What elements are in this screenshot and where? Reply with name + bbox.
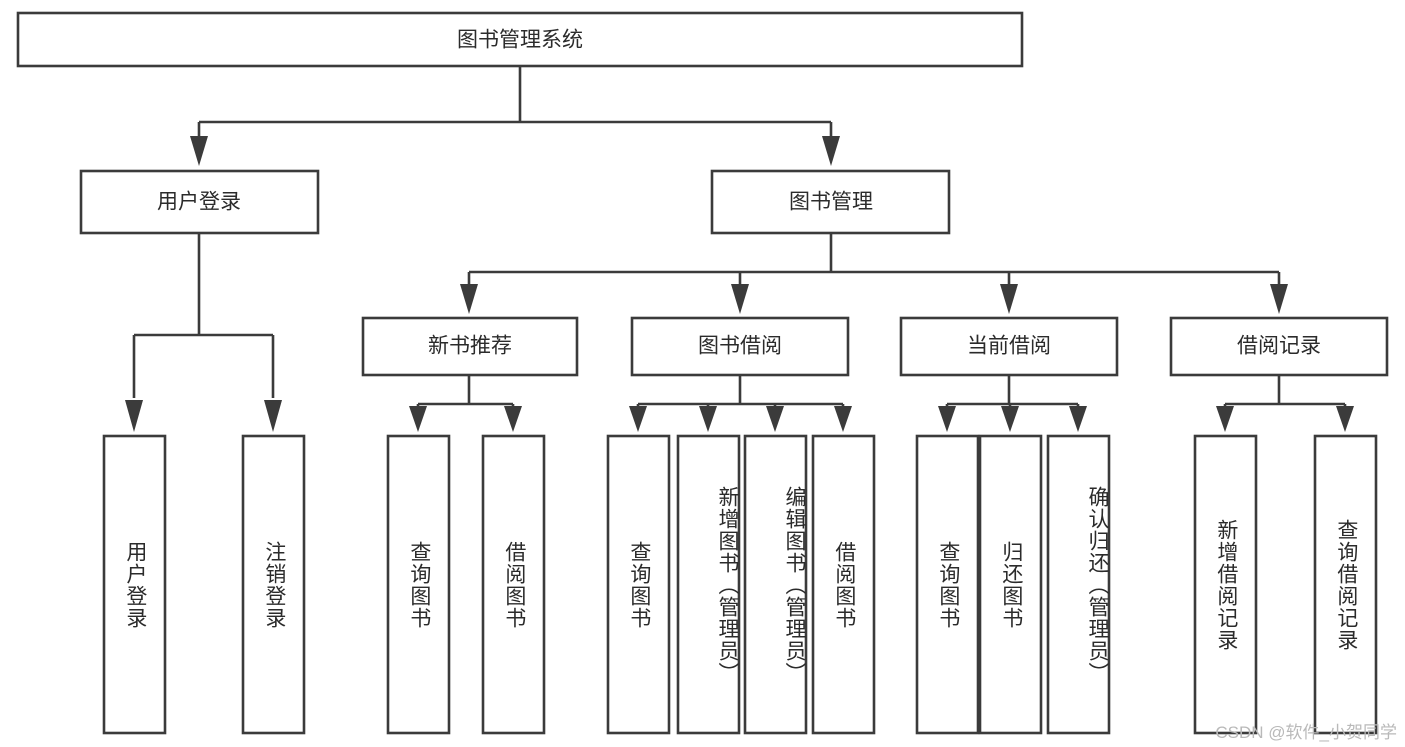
leaf-box-borrow-record-1[interactable]	[1313, 434, 1378, 735]
leaf-box-borrow-record-0[interactable]	[1193, 434, 1258, 735]
leaf-box-current-borrow-1[interactable]	[978, 434, 1043, 735]
connector-bookmgmt-to-level3	[460, 233, 1288, 314]
node-root-label: 图书管理系统	[457, 29, 583, 52]
leaf-box-current-borrow-0[interactable]	[915, 434, 980, 735]
leaf-boxes	[102, 434, 1378, 735]
node-book-management-label: 图书管理	[789, 191, 873, 214]
connector-bookborrow-to-leaves	[629, 375, 852, 432]
node-current-borrow-label: 当前借阅	[967, 335, 1051, 358]
connector-userlogin-to-leaves	[125, 233, 282, 432]
leaf-box-book-borrow-1[interactable]	[676, 434, 741, 735]
leaf-box-current-borrow-2[interactable]	[1046, 434, 1111, 735]
leaf-box-user-login-0[interactable]	[102, 434, 167, 735]
connector-currentborrow-to-leaves	[938, 375, 1087, 432]
leaf-box-new-book-1[interactable]	[481, 434, 546, 735]
node-borrow-record[interactable]: 借阅记录	[1169, 316, 1389, 377]
node-book-borrow[interactable]: 图书借阅	[630, 316, 850, 377]
connector-newbook-to-leaves	[409, 375, 522, 432]
node-root-system[interactable]: 图书管理系统	[16, 11, 1024, 68]
node-borrow-record-label: 借阅记录	[1237, 335, 1321, 358]
node-current-borrow[interactable]: 当前借阅	[899, 316, 1119, 377]
node-new-book-recommend[interactable]: 新书推荐	[361, 316, 579, 377]
node-user-login[interactable]: 用户登录	[79, 169, 320, 235]
node-book-borrow-label: 图书借阅	[698, 335, 782, 358]
connector-root-to-level2	[190, 66, 840, 166]
node-book-management[interactable]: 图书管理	[710, 169, 951, 235]
leaf-box-user-login-1[interactable]	[241, 434, 306, 735]
connector-borrowrecord-to-leaves	[1216, 375, 1354, 432]
node-new-book-recommend-label: 新书推荐	[428, 335, 512, 358]
leaf-box-book-borrow-3[interactable]	[811, 434, 876, 735]
node-user-login-label: 用户登录	[157, 191, 241, 214]
leaf-box-book-borrow-2[interactable]	[743, 434, 808, 735]
leaf-box-new-book-0[interactable]	[386, 434, 451, 735]
leaf-box-book-borrow-0[interactable]	[606, 434, 671, 735]
